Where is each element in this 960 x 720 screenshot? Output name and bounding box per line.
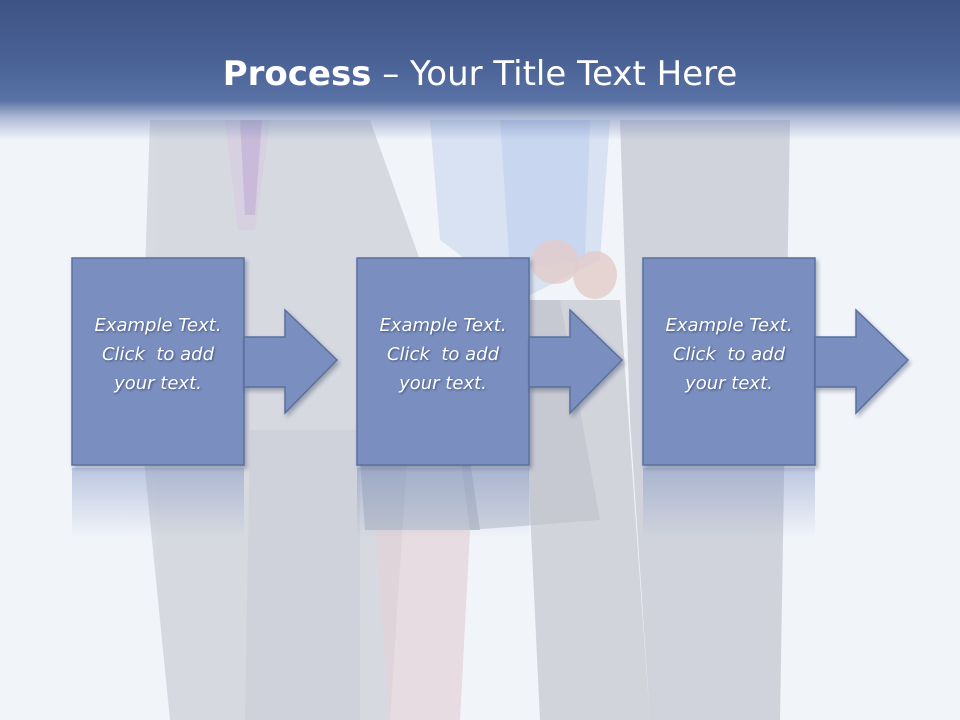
step-3-line-2: Click to add bbox=[672, 344, 785, 365]
step-2-shape[interactable] bbox=[356, 257, 624, 538]
step-3-shape[interactable] bbox=[642, 257, 910, 538]
step-1-text[interactable]: Example Text. Click to add your text. bbox=[72, 311, 244, 398]
step-1-line-1: Example Text. bbox=[94, 315, 222, 336]
slide-title[interactable]: Process – Your Title Text Here bbox=[0, 52, 960, 96]
step-3-line-3: your text. bbox=[685, 373, 773, 394]
arrow-right-icon bbox=[814, 308, 910, 415]
step-3-text[interactable]: Example Text. Click to add your text. bbox=[643, 311, 815, 398]
step-2-line-2: Click to add bbox=[386, 344, 499, 365]
step-2-text[interactable]: Example Text. Click to add your text. bbox=[357, 311, 529, 398]
title-bar bbox=[0, 0, 960, 140]
step-2-line-1: Example Text. bbox=[379, 315, 507, 336]
arrow-right-icon bbox=[243, 308, 339, 415]
title-bold: Process bbox=[222, 54, 372, 94]
step-1-line-2: Click to add bbox=[101, 344, 214, 365]
arrow-right-icon bbox=[528, 308, 624, 415]
title-rest: – Your Title Text Here bbox=[371, 54, 738, 94]
step-1-line-3: your text. bbox=[114, 373, 202, 394]
step-2-line-3: your text. bbox=[399, 373, 487, 394]
step-3-line-1: Example Text. bbox=[665, 315, 793, 336]
step-1-shape[interactable] bbox=[71, 257, 339, 538]
